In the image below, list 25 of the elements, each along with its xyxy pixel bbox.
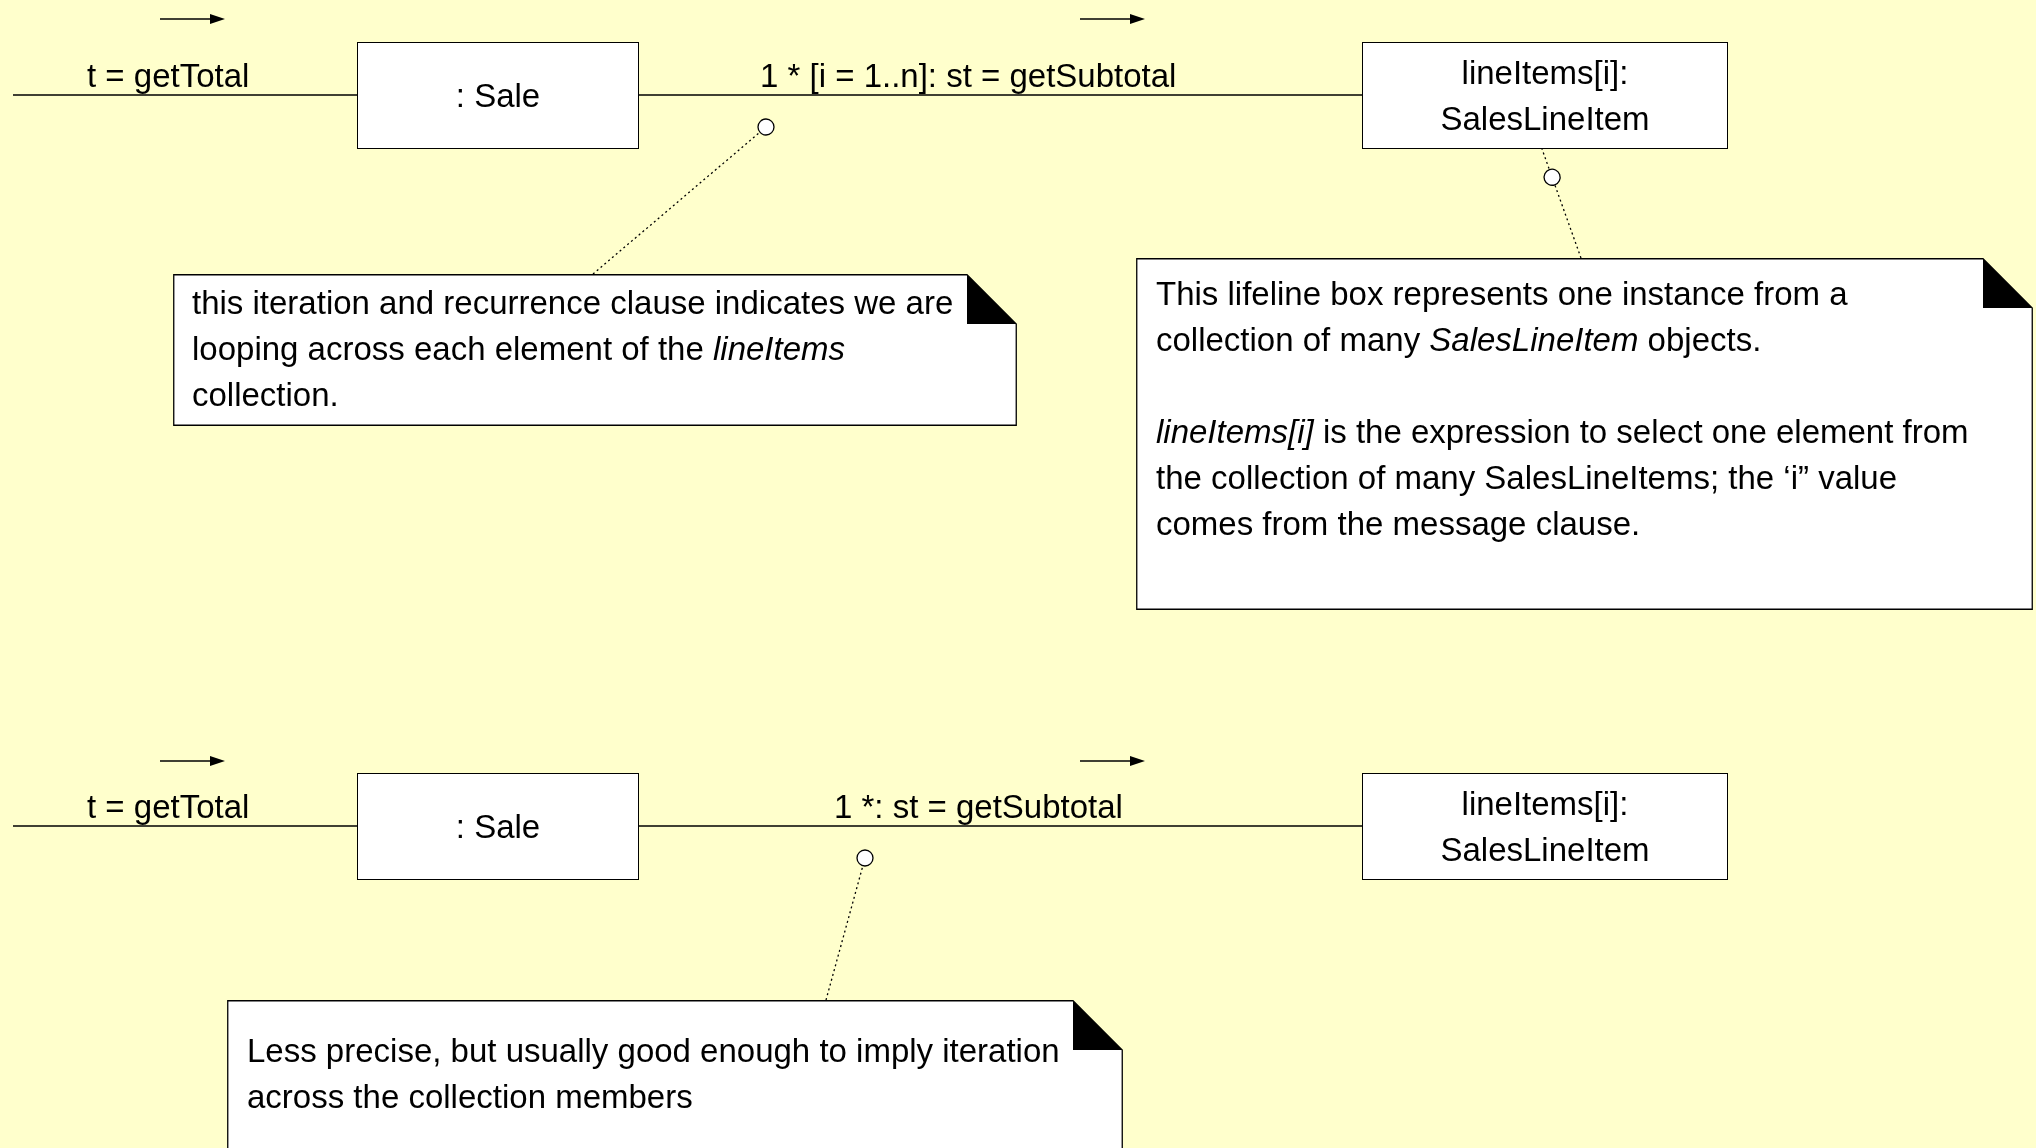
note-text: this iteration and recurrence clause indicates we are looping across each element of the lineItems collection. [192,283,955,415]
lifeline-label: : Sale [455,806,541,847]
note-text: This lifeline box represents one instance from a collection of many SalesLineItem objects. [1156,274,1849,360]
note-card [173,274,1017,426]
leader-line [592,118,775,275]
leader-line [825,849,874,1001]
message-label: t = getTotal [87,788,250,826]
message-label: 1 *: st = getSubtotal [834,788,1123,826]
connector-line [638,825,1363,827]
note-text: lineItems[i] is the expression to select one element from the collection of many SalesLineItems; the ‘i” value comes from the message clause. [1156,412,1970,544]
lifeline-box [357,773,639,880]
message-label: 1 * [i = 1..n]: st = getSubtotal [760,57,1177,95]
lifeline-label: lineItems[i]: SalesLineItem [1439,783,1651,870]
connector-line [12,825,358,827]
note-text: Less precise, but usually good enough to imply iteration across the collection members [247,1031,1061,1117]
connector-line [12,94,358,96]
message-label: t = getTotal [87,57,250,95]
lifeline-label: lineItems[i]: SalesLineItem [1439,52,1651,139]
note-card [1136,258,2033,610]
lifeline-box [1362,42,1728,149]
note-card [227,1000,1123,1148]
connector-line [638,94,1363,96]
lifeline-box [357,42,639,149]
lifeline-label: : Sale [455,75,541,116]
lifeline-box [1362,773,1728,880]
